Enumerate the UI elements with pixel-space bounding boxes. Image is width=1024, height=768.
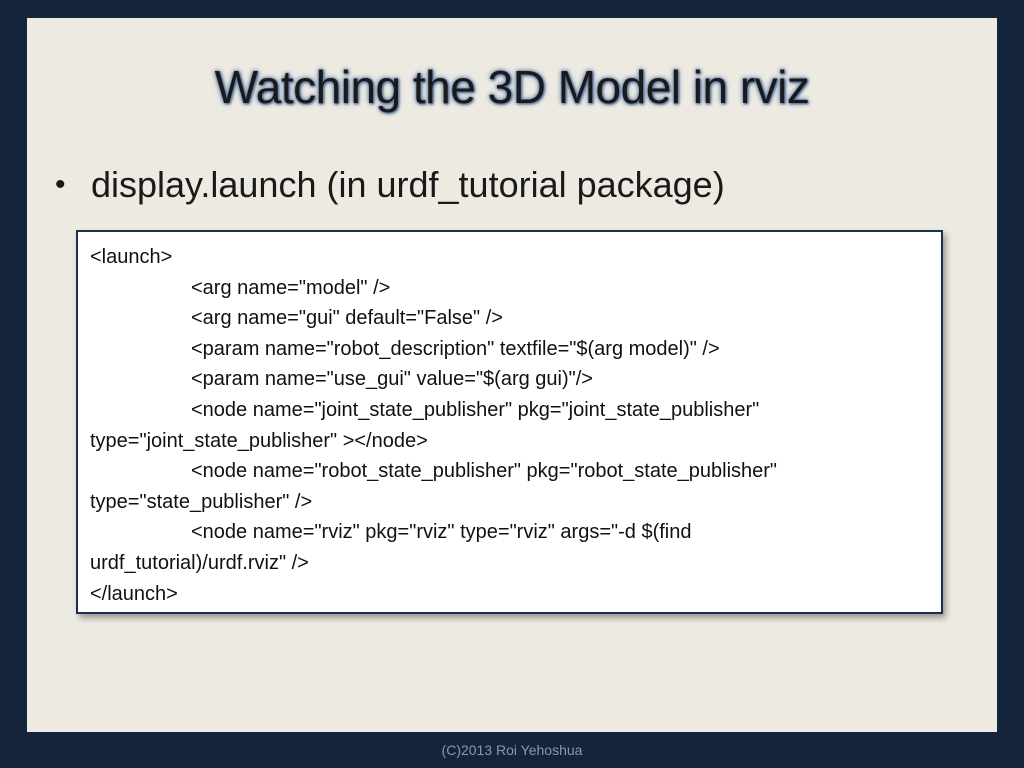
bullet-item: • display.launch (in urdf_tutorial packa… [55,164,725,206]
bullet-dot-icon: • [55,168,66,201]
slide-title: Watching the 3D Model in rviz [214,61,810,113]
code-line: </launch> [90,582,178,605]
slide-canvas: Watching the 3D Model in rviz • display.… [27,18,997,732]
code-line: <param name="robot_description" textfile… [191,337,720,360]
code-line: <node name="robot_state_publisher" pkg="… [191,460,778,483]
code-block: <launch> <arg name="model" /> <arg name="g… [76,230,943,614]
code-line: <param name="use_gui" value="$(arg gui)"… [191,368,593,391]
code-line: <node name="joint_state_publisher" pkg="… [191,398,760,421]
code-line: <arg name="gui" default="False" /> [191,307,503,330]
code-line: urdf_tutorial)/urdf.rviz" /> [90,551,309,574]
footer-copyright: (C)2013 Roi Yehoshua [441,742,583,758]
code-line: <launch> [90,246,173,268]
code-line: type="joint_state_publisher" ></node> [90,429,428,452]
bullet-text: display.launch (in urdf_tutorial package… [91,164,725,205]
code-line: type="state_publisher" /> [90,490,313,513]
code-line: <arg name="model" /> [191,276,391,299]
code-line: <node name="rviz" pkg="rviz" type="rviz"… [191,521,692,544]
